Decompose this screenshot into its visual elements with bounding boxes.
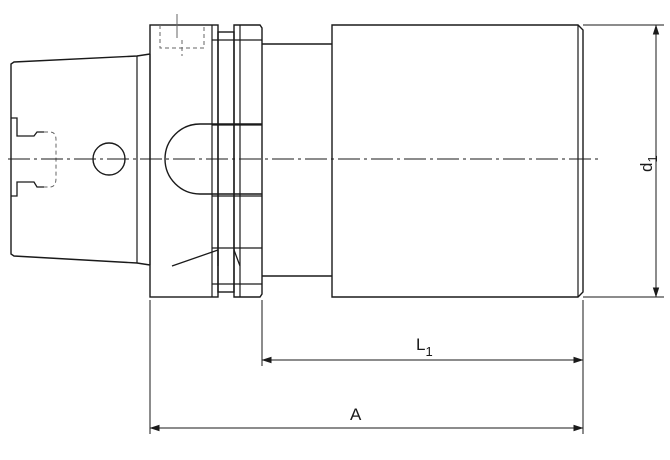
dimension-A — [149, 300, 584, 434]
drive-slot-lower — [11, 181, 44, 197]
main-cylinder — [331, 24, 584, 298]
lock-detail — [171, 249, 241, 267]
dimension-L1-label: L1 — [416, 335, 433, 359]
collar-detail-lines — [212, 39, 262, 285]
dimension-A-label: A — [350, 405, 362, 424]
dimension-L1 — [261, 300, 584, 434]
neck — [262, 43, 332, 277]
collar-body — [149, 24, 219, 298]
dimension-d1 — [583, 24, 664, 298]
drive-slot-upper — [11, 117, 44, 137]
keyway-hidden — [159, 25, 205, 56]
flange-ring — [233, 24, 263, 298]
groove-ring — [217, 31, 235, 293]
dimension-d1-label: d1 — [637, 155, 660, 172]
setscrew-slot — [164, 123, 262, 195]
